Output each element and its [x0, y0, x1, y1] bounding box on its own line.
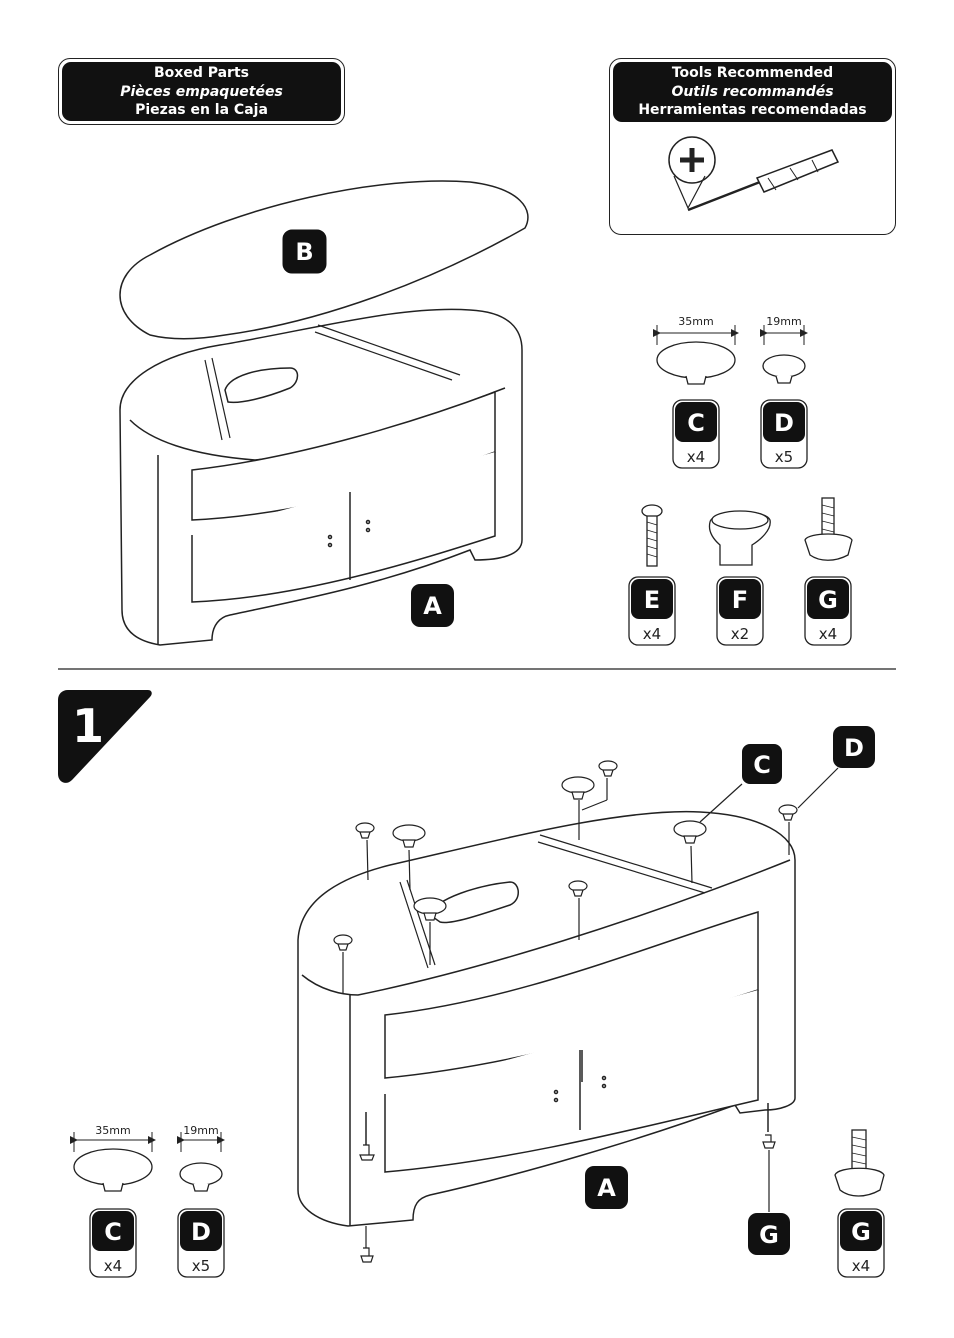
tools-recommended-box: Tools Recommended Outils recommandés Her… — [609, 58, 896, 235]
part-c-letter: C — [687, 409, 705, 437]
part-c-dimension-step1: 35mm — [95, 1124, 130, 1137]
part-c-dimension: 35mm — [678, 315, 713, 328]
tools-title-es: Herramientas recomendadas — [638, 102, 867, 118]
label-a-step1: A — [585, 1166, 628, 1209]
part-a-cabinet-step1 — [297, 810, 796, 1227]
label-d-step1-letter: D — [844, 734, 864, 762]
step1-feet-placement — [333, 760, 839, 1263]
part-d-step1-qty: x5 — [192, 1257, 210, 1275]
boxed-parts-title-en: Boxed Parts — [154, 65, 249, 81]
part-d-card-step1: D x5 — [177, 1208, 225, 1278]
part-e-bolt — [641, 504, 663, 567]
part-g-card: G x4 — [804, 576, 852, 646]
label-c-step1-letter: C — [753, 751, 771, 779]
part-d-foot-step1: 19mm — [177, 1124, 225, 1192]
label-c-step1: C — [740, 742, 784, 786]
step-badge: 1 — [58, 690, 152, 783]
tools-title-en: Tools Recommended — [671, 65, 834, 81]
label-d-step1: D — [833, 726, 875, 768]
part-d-letter: D — [774, 409, 794, 437]
label-a-top: A — [411, 584, 454, 627]
boxed-parts-header: Boxed Parts Pièces empaquetées Piezas en… — [58, 58, 345, 125]
boxed-parts-title-es: Piezas en la Caja — [135, 102, 268, 118]
label-a-step1-letter: A — [597, 1174, 616, 1202]
part-g-step1-card-letter: G — [851, 1218, 871, 1246]
part-e-card: E x4 — [628, 576, 676, 646]
label-g-step1: G — [748, 1213, 790, 1255]
part-g-levelling-foot — [804, 497, 853, 561]
part-d-card-top: D x5 — [760, 399, 808, 469]
part-c-card-top: C x4 — [672, 399, 720, 469]
part-c-foot-top: 35mm — [653, 315, 739, 385]
part-c-step1-card-letter: C — [104, 1218, 122, 1246]
part-g-step1-qty: x4 — [852, 1257, 870, 1275]
part-d-qty: x5 — [775, 448, 793, 466]
part-f-card: F x2 — [716, 576, 764, 646]
tools-title-fr: Outils recommandés — [671, 83, 834, 100]
part-d-foot-top: 19mm — [760, 315, 808, 384]
label-b-letter: B — [295, 238, 313, 266]
part-g-qty: x4 — [819, 625, 837, 643]
label-b-top: B — [282, 229, 327, 274]
part-d-dimension-step1: 19mm — [183, 1124, 218, 1137]
part-c-foot-step1: 35mm — [70, 1124, 156, 1192]
part-g-letter: G — [818, 586, 838, 614]
phillips-screwdriver-icon — [668, 136, 840, 212]
part-c-step1-qty: x4 — [104, 1257, 122, 1275]
part-f-letter: F — [732, 586, 748, 614]
label-g-step1-letter: G — [759, 1221, 779, 1249]
part-g-card-step1: G x4 — [837, 1208, 885, 1278]
label-a-letter: A — [423, 592, 442, 620]
part-f-qty: x2 — [731, 625, 749, 643]
part-a-cabinet-top-view — [119, 308, 523, 646]
part-d-dimension: 19mm — [766, 315, 801, 328]
part-g-foot-step1 — [834, 1129, 885, 1197]
step-number: 1 — [72, 699, 104, 753]
boxed-parts-title-fr: Pièces empaquetées — [120, 83, 283, 100]
part-f-handle — [708, 510, 771, 566]
part-c-card-step1: C x4 — [89, 1208, 137, 1278]
part-c-qty: x4 — [687, 448, 705, 466]
part-e-qty: x4 — [643, 625, 661, 643]
part-e-letter: E — [644, 586, 660, 614]
part-d-step1-card-letter: D — [191, 1218, 211, 1246]
